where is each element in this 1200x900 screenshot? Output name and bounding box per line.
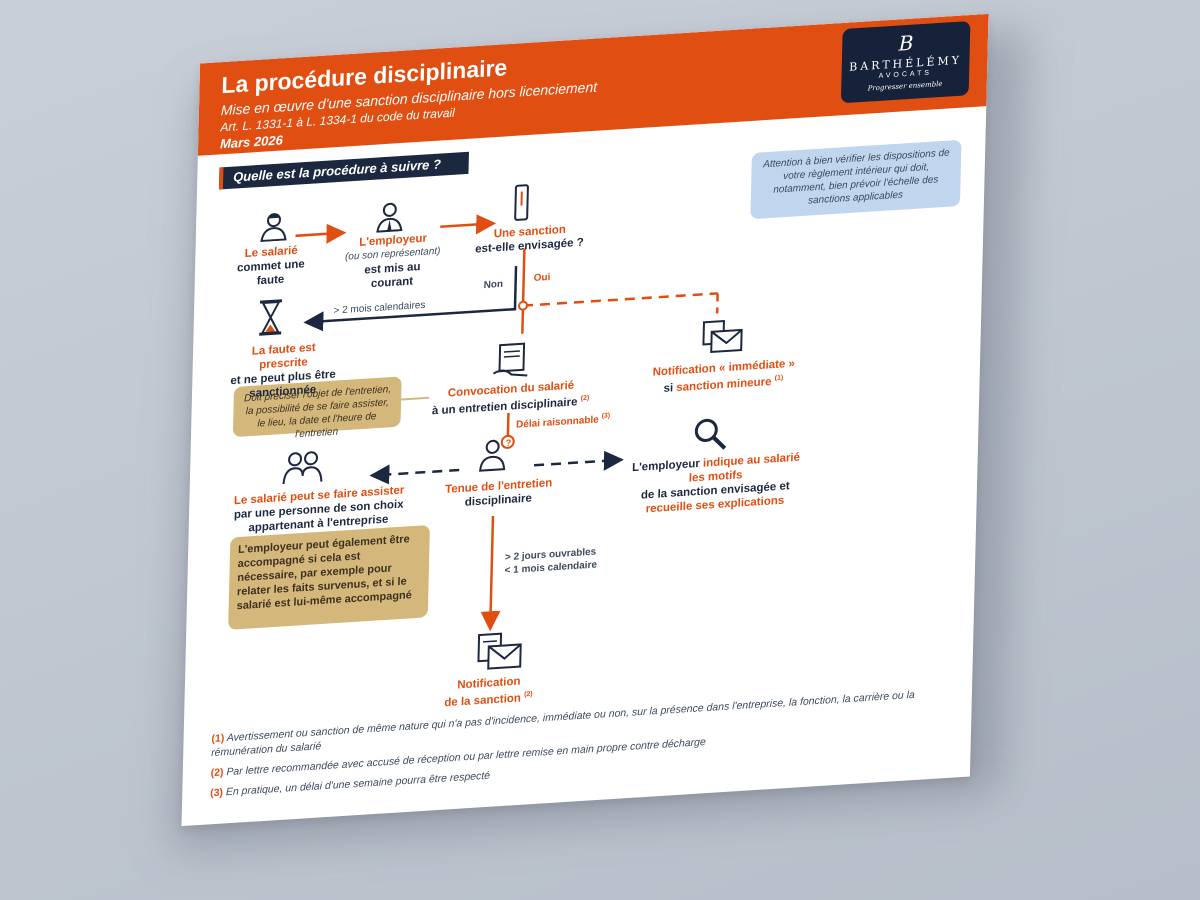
label-faute-prescrite: La faute est prescrite et ne peut plus ê… (230, 341, 336, 401)
line-convocation-entretien (506, 412, 510, 437)
gavel-icon (514, 184, 529, 221)
infographic-sheet: La procédure disciplinaire Mise en œuvre… (181, 13, 989, 827)
convocation-letter-icon (492, 342, 528, 377)
label-employeur-motifs: L'employeur indique au salarié les motif… (631, 451, 801, 516)
dashed-entretien-assister (369, 464, 460, 485)
arrow-non-prescription (303, 265, 518, 332)
dashed-oui-immediate (522, 292, 718, 307)
label-oui: Oui (533, 271, 551, 284)
hourglass-icon (259, 299, 283, 336)
two-people-icon (282, 451, 323, 485)
arrow-entretien-notification (480, 515, 501, 632)
label-salarie-faute: Le salarié commet une faute (236, 244, 305, 288)
label-employeur-courant: L'employeur (ou son représentant) est mi… (344, 232, 441, 291)
notification-envelope-icon (477, 632, 522, 670)
note-employeur-accompagne: L'employeur peut également être accompag… (228, 524, 430, 630)
envelope-icon (702, 320, 743, 354)
arrow-employeur-to-sanction (440, 214, 497, 235)
svg-text:?: ? (506, 438, 512, 448)
manager-icon (376, 202, 403, 233)
dashed-entretien-motifs (534, 450, 624, 471)
magnifier-icon (694, 418, 727, 450)
arrow-faute-to-employeur (295, 223, 347, 244)
dash-note-convocation (401, 396, 430, 401)
interview-icon: ? (479, 434, 515, 472)
label-non: Non (483, 278, 504, 292)
line-sanction-down (521, 248, 526, 304)
note-reglement-interieur: Attention à bien vérifier les dispositio… (750, 139, 962, 220)
flow-connectors (295, 214, 719, 632)
worker-icon (260, 213, 287, 243)
